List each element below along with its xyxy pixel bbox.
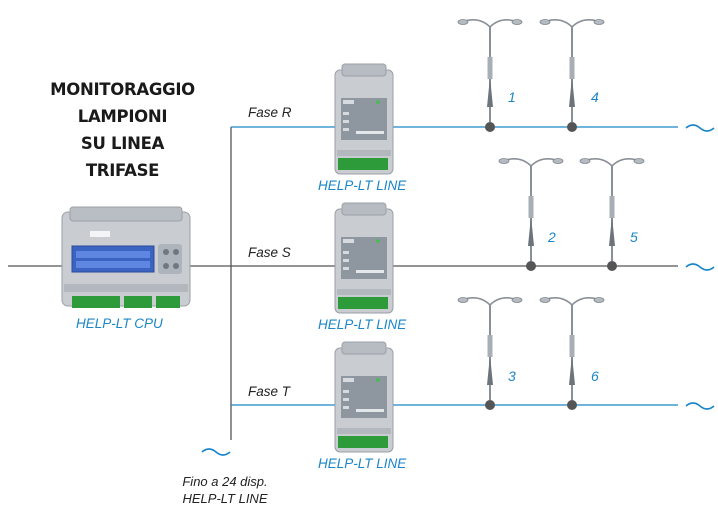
line-device-image-t	[334, 341, 394, 453]
street-lamp-1	[457, 19, 523, 132]
lamp-number-3: 3	[508, 368, 516, 384]
lamp-number-4: 4	[591, 89, 599, 105]
title-line-3: SU LINEA	[80, 134, 165, 153]
lamp-number-5: 5	[630, 229, 638, 245]
fase-s-label: Fase S	[248, 245, 291, 260]
device-label-t: HELP-LT LINE	[318, 456, 407, 471]
fase-t-label: Fase T	[248, 384, 291, 399]
fase-t-wave	[685, 402, 715, 410]
capacity-note-line-2: HELP-LT LINE	[182, 491, 268, 506]
street-lamp-5	[579, 158, 645, 271]
street-lamp-2	[498, 158, 564, 271]
cpu-device-image	[61, 206, 191, 308]
diagram-title: MONITORAGGIO LAMPIONI SU LINEA TRIFASE	[30, 76, 215, 184]
line-device-image-r	[334, 63, 394, 175]
cpu-label: HELP-LT CPU	[76, 316, 163, 331]
bus-wave	[201, 448, 231, 456]
device-label-s: HELP-LT LINE	[318, 317, 407, 332]
street-lamp-6	[539, 297, 605, 410]
title-line-2: LAMPIONI	[77, 107, 168, 126]
lamps-layer	[457, 19, 645, 410]
capacity-note-line-1: Fino a 24 disp.	[182, 474, 268, 489]
title-line-1: MONITORAGGIO	[50, 80, 195, 99]
fase-r-wave	[685, 124, 715, 132]
street-lamp-3	[457, 297, 523, 410]
fase-s-wave	[685, 263, 715, 271]
capacity-note: Fino a 24 disp. HELP-LT LINE	[140, 473, 310, 507]
street-lamp-4	[539, 19, 605, 132]
line-device-image-s	[334, 202, 394, 314]
title-line-4: TRIFASE	[85, 161, 160, 180]
lamp-number-1: 1	[508, 89, 516, 105]
fase-r-label: Fase R	[248, 105, 292, 120]
lamp-number-2: 2	[548, 229, 556, 245]
device-label-r: HELP-LT LINE	[318, 178, 407, 193]
lamp-number-6: 6	[591, 368, 599, 384]
